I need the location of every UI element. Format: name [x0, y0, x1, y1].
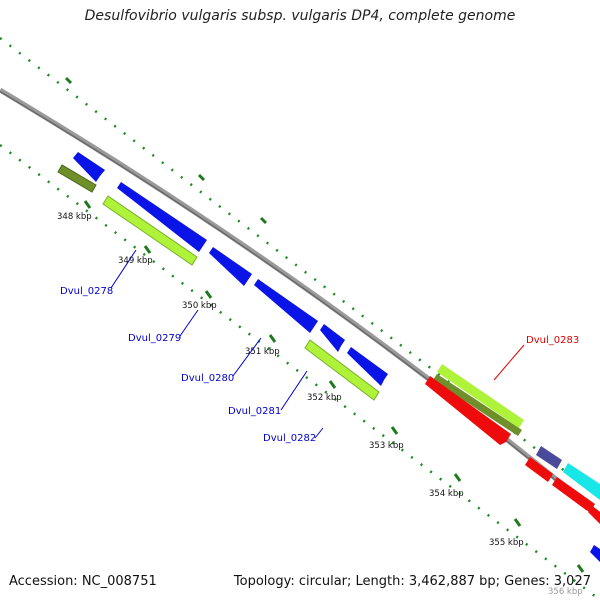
gene-arrow-red[interactable] — [425, 376, 511, 445]
gene-arrow-olive[interactable] — [433, 374, 522, 436]
gene-features — [57, 152, 600, 562]
label-leaders — [110, 249, 324, 439]
gene-arrow-olive[interactable] — [58, 165, 96, 192]
scale-tick-label: 355 kbp — [489, 538, 524, 548]
gene-label[interactable]: Dvul_0280 — [181, 373, 234, 384]
scale-tick-label: 353 kbp — [369, 441, 404, 451]
gene-arrow-blue[interactable] — [209, 247, 252, 286]
genome-backbone-shadow — [0, 90, 600, 518]
scale-tick-label: 354 kbp — [429, 489, 464, 499]
scale-tick-label: 351 kbp — [245, 347, 280, 357]
gene-arrow-cyan[interactable] — [563, 463, 600, 500]
gene-arrow-slate[interactable] — [536, 446, 562, 469]
scale-tick-label: 349 kbp — [118, 256, 153, 266]
inner-major-ticks — [83, 200, 585, 573]
gene-label[interactable]: Dvul_0279 — [128, 333, 181, 344]
gene-arrow-red[interactable] — [588, 506, 600, 524]
gene-arrow-red[interactable] — [552, 477, 595, 512]
scale-tick-label: 352 kbp — [307, 393, 342, 403]
gene-label[interactable]: Dvul_0278 — [60, 286, 113, 297]
gene-arrow-blue[interactable] — [347, 347, 388, 386]
gene-label[interactable]: Dvul_0281 — [228, 406, 281, 417]
outer-major-ticks — [64, 76, 268, 225]
gene-arrow-blue[interactable] — [73, 152, 105, 182]
scale-tick-label: 348 kbp — [57, 212, 92, 222]
gene-arrow-red[interactable] — [525, 457, 553, 482]
gene-label[interactable]: Dvul_0283 — [526, 335, 579, 346]
topology-text: Topology: circular; Length: 3,462,887 bp… — [233, 574, 591, 589]
accession-text: Accession: NC_008751 — [9, 574, 157, 589]
scale-tick-label: 350 kbp — [182, 301, 217, 311]
gene-arrow-blue[interactable] — [320, 324, 345, 352]
label-leader-red — [493, 344, 525, 381]
gene-arrow-lime[interactable] — [305, 340, 379, 400]
gene-arrow-lime[interactable] — [103, 196, 197, 265]
gene-label[interactable]: Dvul_0282 — [263, 433, 316, 444]
gene-arrow-blue[interactable] — [590, 545, 600, 562]
genome-title: Desulfovibrio vulgaris subsp. vulgaris D… — [84, 8, 516, 24]
gene-arrow-blue[interactable] — [254, 279, 318, 333]
gene-arrow-blue[interactable] — [117, 182, 207, 252]
gene-arrow-lime[interactable] — [437, 364, 524, 428]
scale-tick-label: 356 kbp — [548, 587, 583, 597]
genome-backbone — [0, 87, 600, 517]
